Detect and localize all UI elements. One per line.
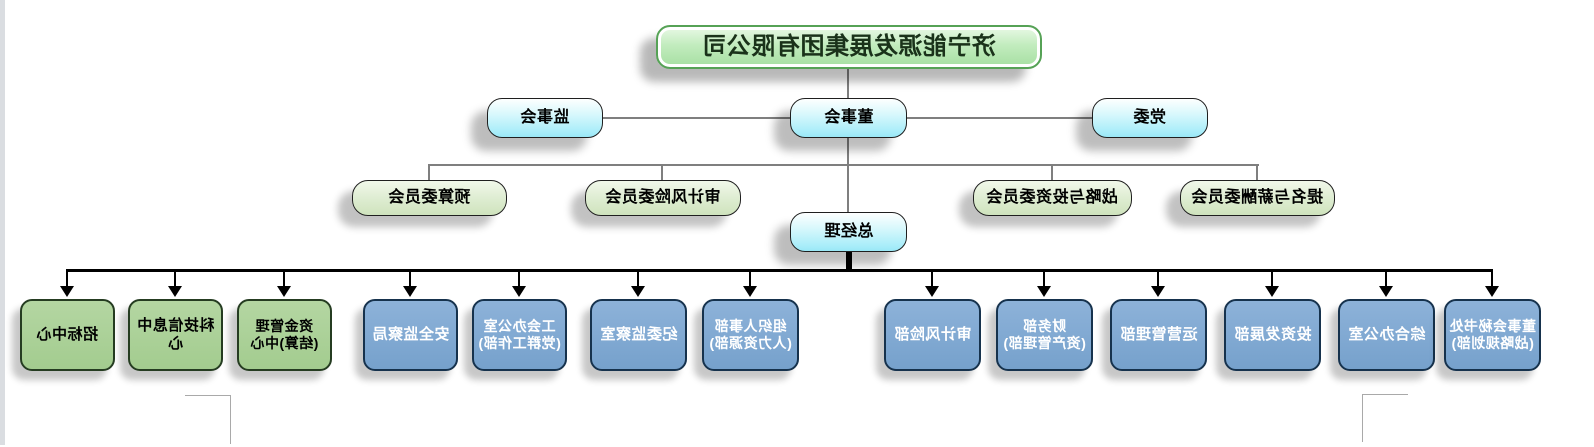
budget-committee-label: 预算委员会 — [388, 189, 471, 207]
arrowhead-down-13 — [1485, 286, 1499, 297]
strategy-investment-committee-label: 战略与投资委员会 — [986, 189, 1119, 207]
box-operations-management-dept: 运营管理部 — [1110, 299, 1207, 371]
box-fund-management-center: 资金管理 (结算)中心 — [237, 299, 332, 371]
text-frame-corner-left — [185, 395, 231, 444]
connector-committee-drop-3 — [1051, 164, 1053, 180]
arrowhead-down-6 — [631, 286, 645, 297]
connector-committee-drop-1 — [428, 164, 430, 180]
dept-drop-11 — [1271, 271, 1273, 287]
general-office-label: 综合办公室 — [1347, 325, 1426, 343]
box-audit-risk-dept: 审计风险部 — [884, 299, 981, 371]
box-general-manager: 总经理 — [790, 212, 907, 252]
box-discipline-inspection-office: 纪委监察室 — [590, 299, 687, 371]
dept-drop-13 — [1491, 271, 1493, 287]
discipline-inspection-office-label: 纪委监察室 — [599, 325, 678, 343]
arrowhead-down-11 — [1265, 286, 1279, 297]
dept-drop-1 — [66, 271, 68, 287]
finance-dept-label: 财务部 (资产管理部) — [1003, 317, 1086, 351]
investment-development-dept-label: 投资发展部 — [1233, 325, 1312, 343]
box-investment-development-dept: 投资发展部 — [1224, 299, 1321, 371]
union-office-label: 工会办公室 (党群工作部) — [478, 317, 561, 351]
dept-drop-7 — [749, 271, 751, 287]
dept-drop-8 — [931, 271, 933, 287]
bidding-center-label: 招标中心 — [36, 325, 99, 343]
arrowhead-down-3 — [277, 286, 291, 297]
box-budget-committee: 预算委员会 — [352, 180, 507, 216]
audit-risk-dept-label: 审计风险部 — [893, 325, 972, 343]
box-finance-dept: 财务部 (资产管理部) — [996, 299, 1093, 371]
dept-drop-12 — [1385, 271, 1387, 287]
party-committee-label: 党委 — [1133, 109, 1167, 127]
box-tech-info-center: 科技信息中心 — [128, 299, 223, 371]
connector-committee-row — [429, 164, 1259, 166]
page-edge-strip — [0, 0, 5, 445]
arrowhead-down-2 — [168, 286, 182, 297]
company-root-label: 济宁能源发展集团有限公司 — [702, 33, 996, 61]
tech-info-center-label: 科技信息中心 — [136, 316, 215, 352]
arrowhead-down-9 — [1037, 286, 1051, 297]
dept-drop-2 — [174, 271, 176, 287]
text-frame-corner-right — [1362, 394, 1408, 442]
connector-root-board — [847, 69, 849, 98]
board-of-directors-label: 董事会 — [823, 109, 874, 127]
box-board-of-directors: 董事会 — [790, 98, 907, 138]
connector-board-gm — [847, 138, 849, 212]
box-audit-risk-committee: 审计风险委员会 — [585, 180, 741, 216]
arrowhead-down-12 — [1379, 286, 1393, 297]
supervisory-board-label: 监事会 — [520, 109, 570, 127]
organization-personnel-dept-label: 组织人事部 (人力资源部) — [709, 317, 792, 351]
box-union-office: 工会办公室 (党群工作部) — [472, 299, 567, 371]
box-safety-supervision-bureau: 安全监察局 — [363, 299, 458, 371]
box-nomination-remuneration-committee: 提名与薪酬委员会 — [1180, 180, 1335, 216]
nomination-remuneration-committee-label: 提名与薪酬委员会 — [1191, 189, 1324, 207]
general-manager-label: 总经理 — [823, 223, 874, 241]
connector-committee-drop-2 — [661, 164, 663, 180]
operations-management-dept-label: 运营管理部 — [1119, 325, 1198, 343]
arrowhead-down-5 — [512, 286, 526, 297]
box-board-secretariat: 董事会秘书处 (战略规划部) — [1444, 299, 1541, 371]
fund-management-center-label: 资金管理 (结算)中心 — [250, 317, 319, 351]
arrowhead-down-10 — [1151, 286, 1165, 297]
dept-drop-6 — [637, 271, 639, 287]
box-party-committee: 党委 — [1092, 98, 1208, 138]
connector-gm-trunk — [846, 250, 852, 270]
arrowhead-down-4 — [403, 286, 417, 297]
connector-distributor — [66, 269, 1493, 272]
arrowhead-down-7 — [743, 286, 757, 297]
dept-drop-10 — [1157, 271, 1159, 287]
dept-drop-9 — [1043, 271, 1045, 287]
board-secretariat-label: 董事会秘书处 (战略规划部) — [1449, 317, 1536, 351]
connector-committee-drop-4 — [1256, 164, 1258, 180]
box-general-office: 综合办公室 — [1338, 299, 1435, 371]
arrowhead-down-8 — [925, 286, 939, 297]
dept-drop-3 — [283, 271, 285, 287]
arrowhead-down-1 — [60, 286, 74, 297]
box-supervisory-board: 监事会 — [487, 98, 603, 138]
box-bidding-center: 招标中心 — [20, 299, 115, 371]
box-company-root: 济宁能源发展集团有限公司 — [656, 25, 1042, 69]
box-strategy-investment-committee: 战略与投资委员会 — [973, 180, 1132, 216]
box-organization-personnel-dept: 组织人事部 (人力资源部) — [702, 299, 799, 371]
dept-drop-5 — [518, 271, 520, 287]
audit-risk-committee-label: 审计风险委员会 — [605, 189, 721, 207]
dept-drop-4 — [409, 271, 411, 287]
safety-supervision-bureau-label: 安全监察局 — [371, 325, 450, 343]
